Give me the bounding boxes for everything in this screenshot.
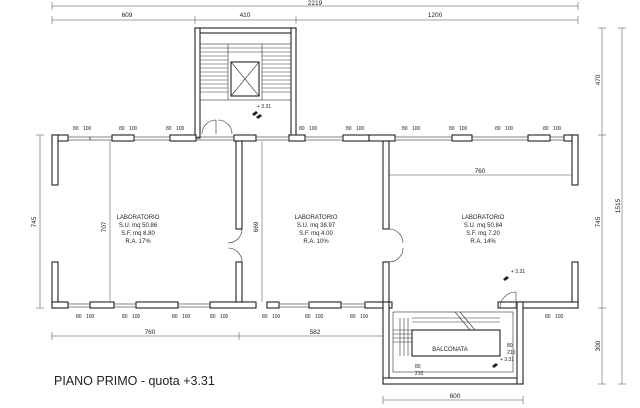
svg-text:707: 707 (101, 221, 108, 232)
window-labels-top: 80 100 80 100 80 100 80 100 80 100 80 100 80 10… (73, 126, 562, 132)
svg-text:100: 100 (412, 126, 421, 132)
svg-text:582: 582 (310, 329, 321, 336)
svg-text:100: 100 (182, 314, 191, 320)
svg-text:669: 669 (253, 221, 260, 232)
svg-text:100: 100 (176, 126, 185, 132)
svg-text:760: 760 (475, 168, 486, 175)
level-stair: + 3.31 (257, 104, 271, 110)
svg-text:S.U. mq 50.84: S.U. mq 50.84 (464, 223, 503, 229)
level-marker-icon (252, 111, 262, 119)
svg-text:100: 100 (83, 126, 92, 132)
svg-text:80: 80 (122, 314, 128, 320)
svg-text:760: 760 (145, 329, 156, 336)
svg-text:80: 80 (166, 126, 172, 132)
svg-text:300: 300 (595, 340, 602, 351)
svg-text:100: 100 (129, 126, 138, 132)
svg-text:R.A. 14%: R.A. 14% (470, 239, 496, 245)
svg-text:80: 80 (299, 126, 305, 132)
right-dimensions: 470 745 300 1515 (595, 27, 626, 385)
balcony-sill-2: 80 (507, 343, 513, 349)
svg-text:100: 100 (505, 126, 514, 132)
svg-text:R.A. 10%: R.A. 10% (303, 239, 329, 245)
svg-text:80: 80 (262, 314, 268, 320)
svg-text:745: 745 (595, 216, 602, 227)
top-dimensions: 2219 609 410 1200 (51, 0, 579, 24)
dim-top-left: 609 (122, 12, 133, 19)
svg-text:LABORATORIO: LABORATORIO (462, 215, 505, 221)
svg-text:100: 100 (555, 314, 564, 320)
dim-top-right: 1200 (428, 12, 443, 19)
svg-text:80: 80 (305, 314, 311, 320)
svg-text:80: 80 (346, 126, 352, 132)
dim-total-width: 2219 (308, 0, 323, 7)
svg-text:R.A. 17%: R.A. 17% (125, 239, 151, 245)
stairwell: + 3.31 (194, 27, 297, 139)
svg-text:100: 100 (356, 126, 365, 132)
svg-text:S.F. mq 7.20: S.F. mq 7.20 (466, 231, 500, 237)
svg-text:80: 80 (449, 126, 455, 132)
svg-text:80: 80 (402, 126, 408, 132)
svg-text:S.U. mq 38.97: S.U. mq 38.97 (297, 223, 336, 229)
plan-title: PIANO PRIMO - quota +3.31 (54, 374, 215, 388)
balcony: BALCONATA + 3.31 80 210 80 210 (382, 291, 524, 385)
svg-text:600: 600 (450, 393, 461, 400)
svg-text:LABORATORIO: LABORATORIO (295, 215, 338, 221)
svg-text:745: 745 (31, 216, 38, 227)
svg-text:LABORATORIO: LABORATORIO (117, 215, 160, 221)
balcony-height-2: 210 (507, 350, 516, 356)
svg-text:S.F. mq 4.00: S.F. mq 4.00 (299, 231, 333, 237)
svg-text:S.F. mq 8.80: S.F. mq 8.80 (121, 231, 155, 237)
dim-top-stair: 410 (240, 12, 251, 19)
svg-text:80: 80 (350, 314, 356, 320)
internal-dimensions: 707 669 760 (101, 141, 572, 302)
svg-text:1515: 1515 (615, 198, 622, 213)
bottom-dimensions: 760 582 600 (51, 329, 524, 404)
svg-text:80: 80 (210, 314, 216, 320)
left-dimensions: 745 (31, 134, 44, 309)
svg-text:+ 3.31: + 3.31 (511, 269, 525, 275)
svg-text:S.U. mq 50.86: S.U. mq 50.86 (119, 223, 158, 229)
exterior-walls (51, 134, 579, 309)
balcony-sill: 80 (415, 364, 421, 370)
svg-text:80: 80 (76, 314, 82, 320)
room-2: LABORATORIO S.U. mq 38.97 S.F. mq 4.00 R… (295, 215, 338, 245)
room-level: + 3.31 (503, 269, 525, 281)
svg-text:100: 100 (132, 314, 141, 320)
svg-text:100: 100 (309, 126, 318, 132)
svg-text:80: 80 (543, 126, 549, 132)
room-1: LABORATORIO S.U. mq 50.86 S.F. mq 8.80 R… (117, 215, 160, 245)
svg-text:80: 80 (545, 314, 551, 320)
window-labels-bottom: 80 100 80 100 80 100 80 100 80 100 80 100 80 10… (76, 314, 564, 320)
level-balcony: + 3.31 (500, 357, 514, 363)
svg-text:80: 80 (495, 126, 501, 132)
svg-text:100: 100 (360, 314, 369, 320)
svg-text:100: 100 (220, 314, 229, 320)
svg-text:470: 470 (595, 74, 602, 85)
interior-walls (227, 140, 404, 303)
balcony-label: BALCONATA (432, 347, 467, 353)
svg-text:80: 80 (73, 126, 79, 132)
svg-text:80: 80 (119, 126, 125, 132)
balcony-height: 210 (415, 371, 424, 377)
room-3: LABORATORIO S.U. mq 50.84 S.F. mq 7.20 R… (462, 215, 505, 245)
svg-text:100: 100 (553, 126, 562, 132)
svg-text:100: 100 (272, 314, 281, 320)
svg-text:100: 100 (315, 314, 324, 320)
svg-text:80: 80 (172, 314, 178, 320)
svg-text:100: 100 (86, 314, 95, 320)
svg-text:100: 100 (459, 126, 468, 132)
